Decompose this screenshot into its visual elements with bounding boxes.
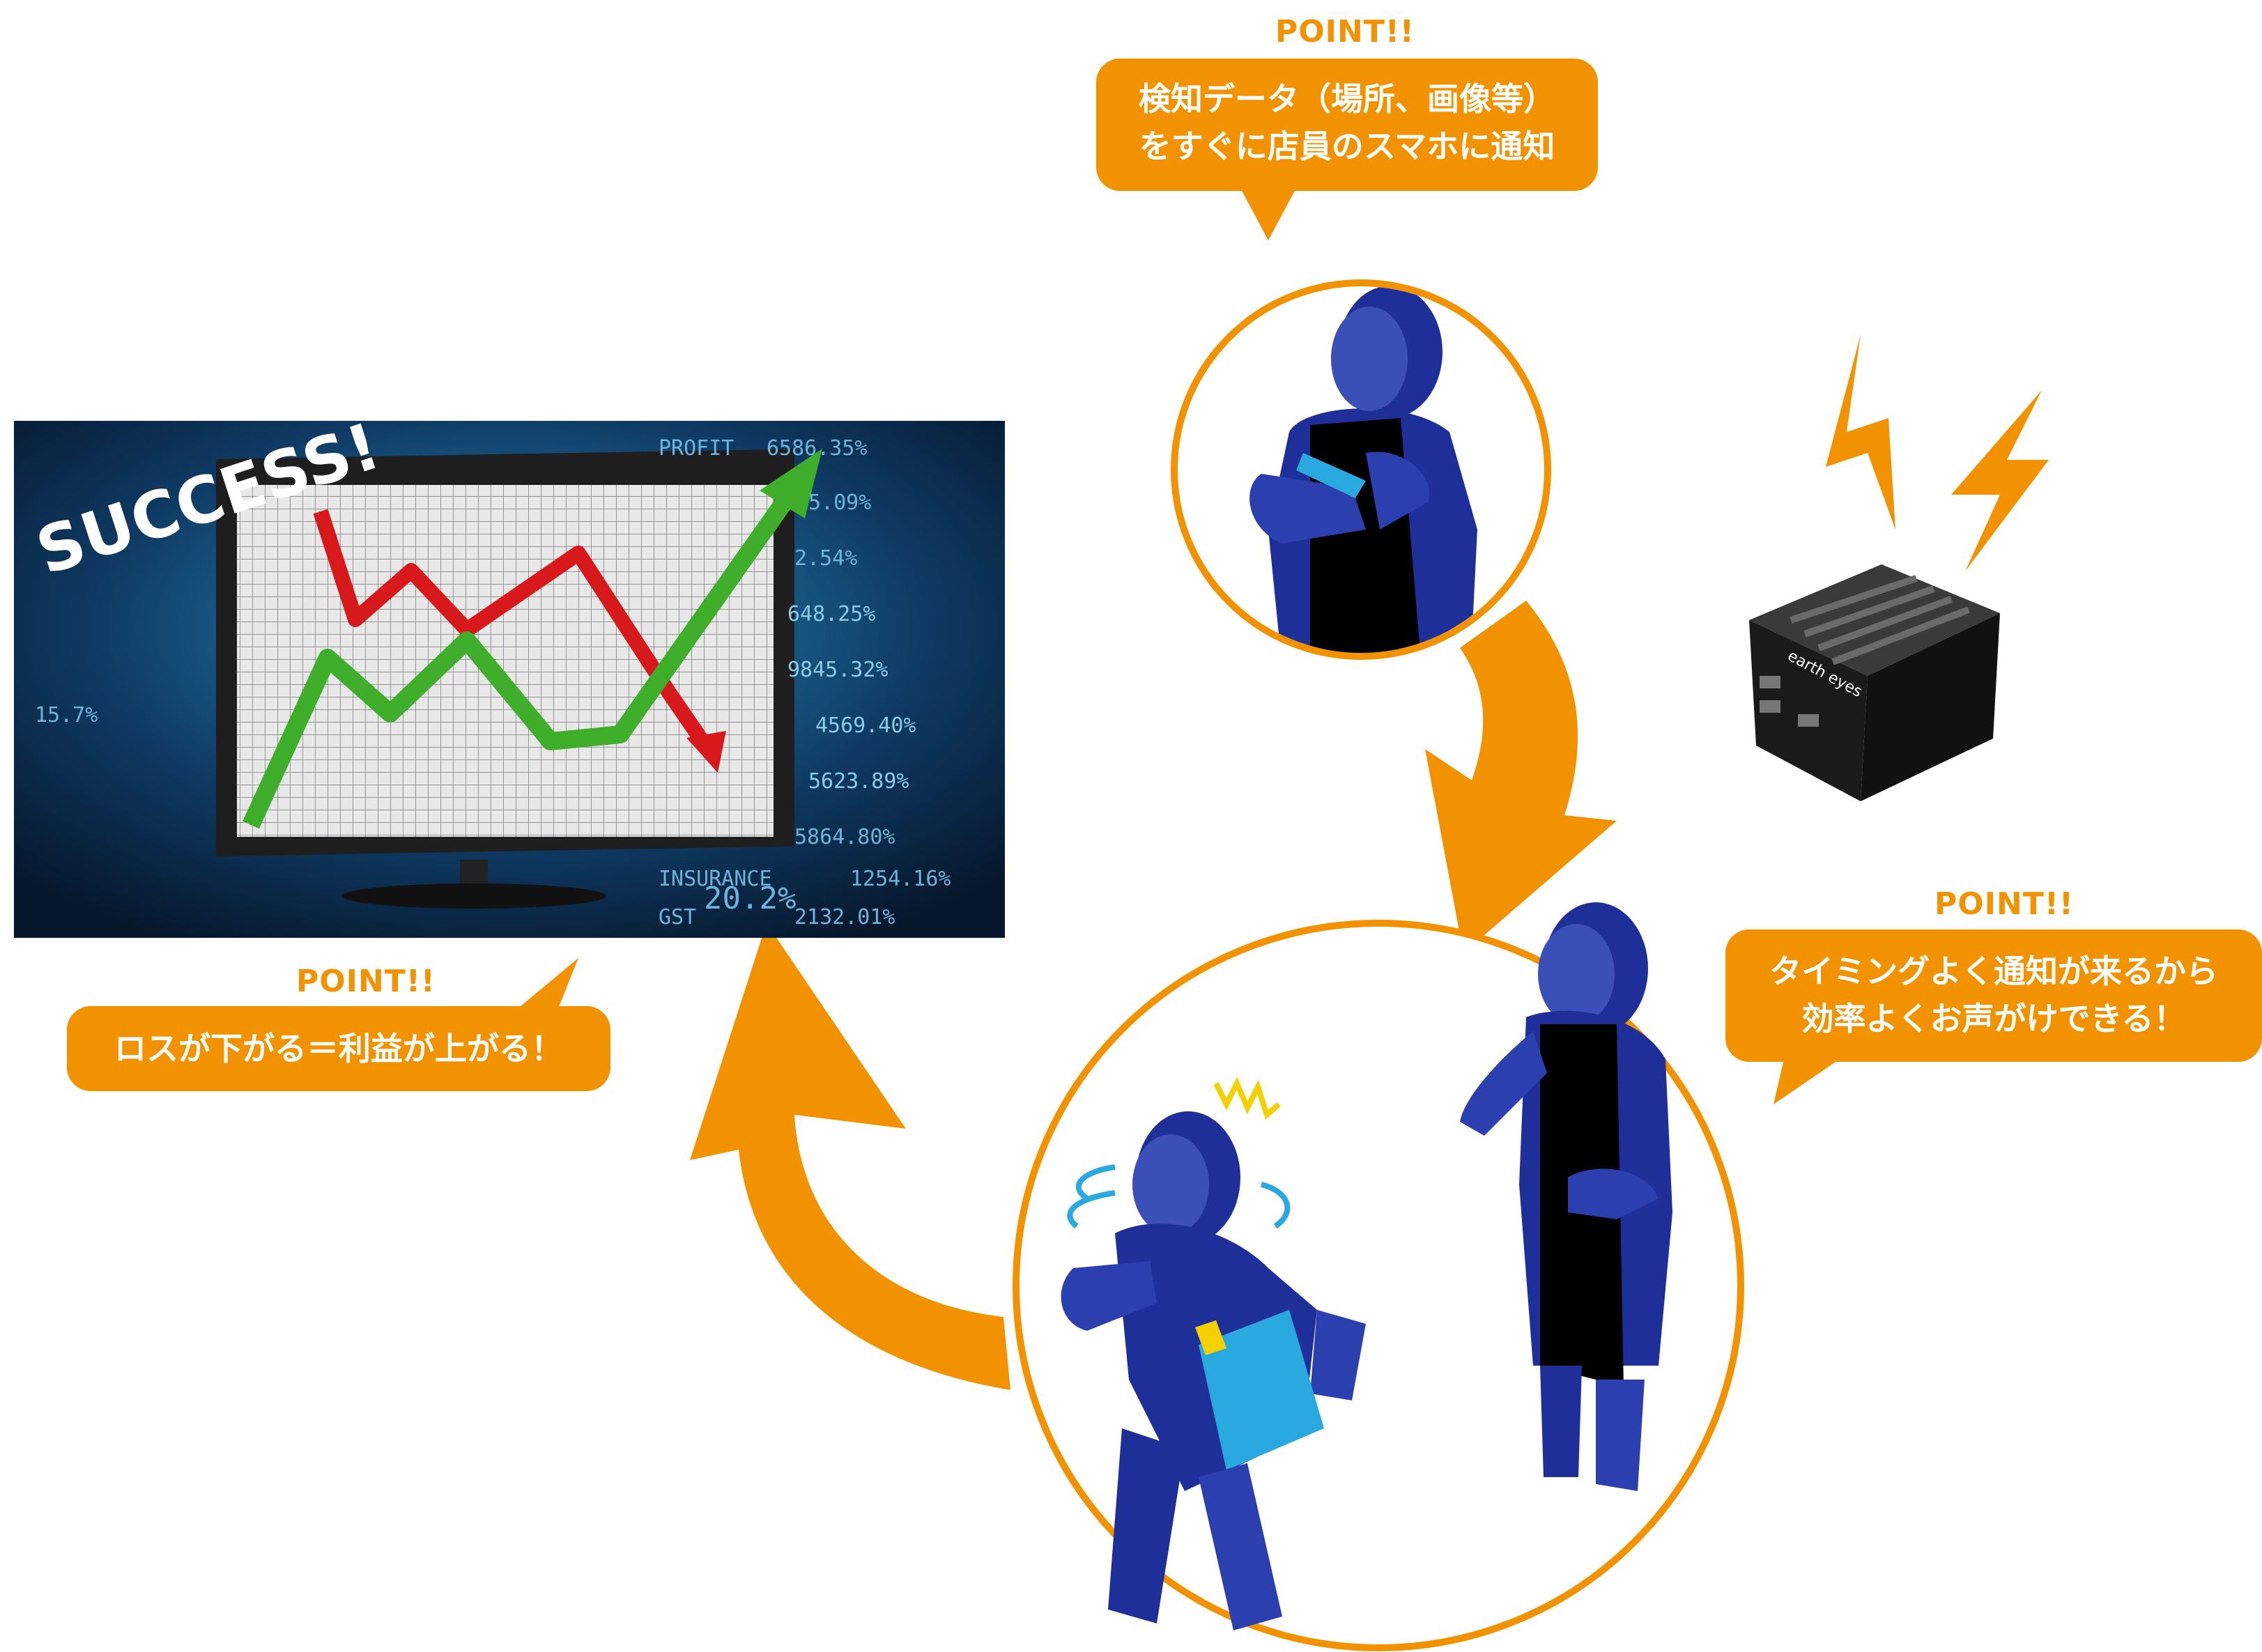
bubble-text-line: 効率よくお声がけできる！ <box>1801 1000 2186 1037</box>
bg-text-profit: PROFIT <box>659 436 734 461</box>
clerk-with-smartphone-figure <box>1249 286 1477 653</box>
point-bubble-timing: タイミングよく通知が来るから 効率よくお声がけできる！ <box>1725 929 2262 1062</box>
success-chart-svg <box>14 421 1005 938</box>
bg-text-value: 2132.01% <box>794 905 895 929</box>
point-bubble-notification: 検知データ（場所、画像等） をすぐに店員のスマホに通知 <box>1096 59 1598 191</box>
bubble-tail <box>516 958 578 1010</box>
bubble-text-line: タイミングよく通知が来るから <box>1769 952 2218 990</box>
bg-text-value: 9845.32% <box>787 658 888 682</box>
startled-customer-figure <box>1061 1076 1366 1630</box>
trend-down-arrow-icon <box>313 509 714 753</box>
bubble-tail <box>1774 1059 1840 1104</box>
bg-text-value: 1254.16% <box>850 867 951 891</box>
clerk-approaching-figure <box>1460 902 1672 1491</box>
bubble-text-line: ロスが下がる＝利益が上がる！ <box>114 1030 563 1067</box>
success-chart-image: SUCCESS! PROFIT 6586.35% 5.09% 2.54% 648… <box>14 409 1005 938</box>
bg-text-value: 15.7% <box>35 703 98 727</box>
arrow-to-success-icon <box>690 923 1010 1390</box>
bg-text-value: 5623.89% <box>808 769 909 794</box>
bg-text-value: 5864.80% <box>794 825 895 849</box>
point-label: POINT!! <box>1275 14 1415 49</box>
trend-up-arrow-icon <box>243 492 795 829</box>
edge-ai-box-icon: earth eyes <box>1742 536 2007 815</box>
bg-text-value: 6586.35% <box>767 436 868 461</box>
bg-text-value: 4569.40% <box>815 713 916 738</box>
point-label: POINT!! <box>1934 886 2074 922</box>
bg-text-value: 20.2% <box>704 881 797 916</box>
bubble-tail <box>1240 188 1296 240</box>
lightning-bolt-icon <box>1826 334 2049 571</box>
shock-mark-icon <box>1213 1076 1281 1120</box>
bg-text-value: 5.09% <box>808 491 872 515</box>
bg-text-gst: GST <box>659 905 697 929</box>
bg-text-insurance: INSURANCE <box>659 867 772 891</box>
bg-text-value: 2.54% <box>794 546 858 571</box>
point-label: POINT!! <box>296 964 436 999</box>
bg-text-value: 648.25% <box>787 602 876 626</box>
bubble-text-line: 検知データ（場所、画像等） <box>1139 80 1555 118</box>
shake-mark-icon <box>1075 1164 1116 1201</box>
device-svg <box>1749 564 2000 801</box>
point-bubble-profit: ロスが下がる＝利益が上がる！ <box>67 1006 610 1091</box>
bubble-text-line: をすぐに店員のスマホに通知 <box>1139 128 1555 165</box>
arrow-to-customer-icon <box>1425 601 1617 953</box>
